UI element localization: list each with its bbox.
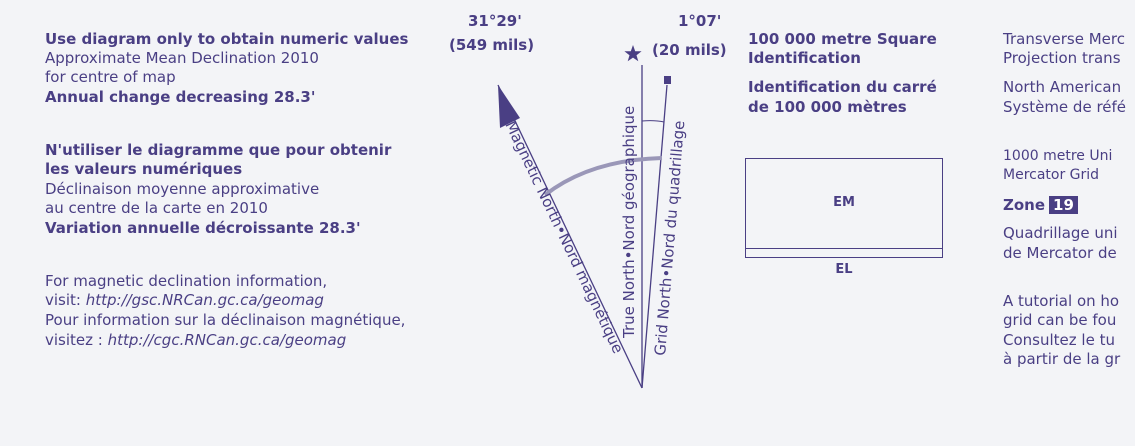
right-line-8: de Mercator de	[1003, 244, 1117, 262]
right-line-12: à partir de la gr	[1003, 350, 1121, 368]
magnetic-angle-arc	[543, 156, 663, 197]
fr-annual-change: Variation annuelle décroissante 28.3'	[45, 219, 361, 237]
info-en-visit: visit: http://gsc.NRCan.gc.ca/geomag	[45, 291, 324, 310]
grid-angle-mils: (20 mils)	[652, 41, 727, 59]
right-line-6: Mercator Grid	[1003, 167, 1100, 183]
grid-north-line	[641, 84, 668, 389]
magnetic-north-line	[497, 84, 643, 389]
true-north-label: True North•Nord géographique	[620, 106, 638, 339]
en-centre-line: for centre of map	[45, 68, 176, 86]
gsc-url-link[interactable]: http://gsc.NRCan.gc.ca/geomag	[85, 291, 324, 309]
right-line-9: A tutorial on ho	[1003, 292, 1120, 310]
grid-angle-value: 1°07'	[678, 12, 722, 30]
square-id-fr-line1: Identification du carré	[748, 78, 937, 96]
right-line-3: North American	[1003, 78, 1122, 96]
fr-declination-line: Déclinaison moyenne approximative	[45, 180, 320, 198]
square-id-en-line1: 100 000 metre Square	[748, 30, 937, 48]
en-heading: Use diagram only to obtain numeric value…	[45, 30, 409, 48]
right-line-1: Transverse Merc	[1003, 30, 1125, 48]
right-line-7: Quadrillage uni	[1003, 224, 1118, 242]
cgc-url-link[interactable]: http://cgc.RNCan.gc.ca/geomag	[107, 331, 347, 349]
info-en-line: For magnetic declination information,	[45, 272, 328, 290]
right-line-2: Projection trans	[1003, 49, 1121, 67]
info-fr-line: Pour information sur la déclinaison magn…	[45, 311, 406, 329]
zone-number-badge: 19	[1049, 196, 1078, 214]
grid-square-bottom-id: EL	[835, 262, 853, 277]
info-fr-visit: visitez : http://cgc.RNCan.gc.ca/geomag	[45, 331, 346, 350]
grid-square-divider	[745, 248, 943, 249]
grid-north-label: Grid North•Nord du quadrillage	[651, 120, 688, 356]
grid-square-box	[745, 158, 943, 258]
square-id-en-line2: Identification	[748, 49, 861, 67]
magnetic-angle-mils: (549 mils)	[449, 36, 535, 54]
en-annual-change: Annual change decreasing 28.3'	[45, 88, 316, 106]
right-line-10: grid can be fou	[1003, 311, 1117, 329]
visitez-label: visitez :	[45, 331, 108, 349]
right-line-4: Système de réfé	[1003, 98, 1127, 116]
square-id-fr-line2: de 100 000 mètres	[748, 98, 907, 116]
fr-heading-line2: les valeurs numériques	[45, 160, 243, 178]
magnetic-north-label: Magnetic North•Nord magnétique	[501, 118, 627, 356]
en-declination-line: Approximate Mean Declination 2010	[45, 49, 319, 67]
right-line-11: Consultez le tu	[1003, 331, 1115, 349]
visit-label: visit:	[45, 291, 86, 309]
true-north-star-icon	[624, 45, 642, 62]
fr-centre-line: au centre de la carte en 2010	[45, 199, 268, 217]
grid-angle-arc	[641, 120, 665, 123]
magnetic-angle-value: 31°29'	[468, 12, 522, 30]
grid-north-square-icon	[664, 76, 671, 84]
right-line-5: 1000 metre Uni	[1003, 148, 1113, 164]
magnetic-north-flag-icon	[498, 85, 520, 128]
grid-square-top-id: EM	[833, 195, 855, 210]
fr-heading-line1: N'utiliser le diagramme que pour obtenir	[45, 141, 392, 159]
zone-label: Zone	[1003, 196, 1046, 214]
